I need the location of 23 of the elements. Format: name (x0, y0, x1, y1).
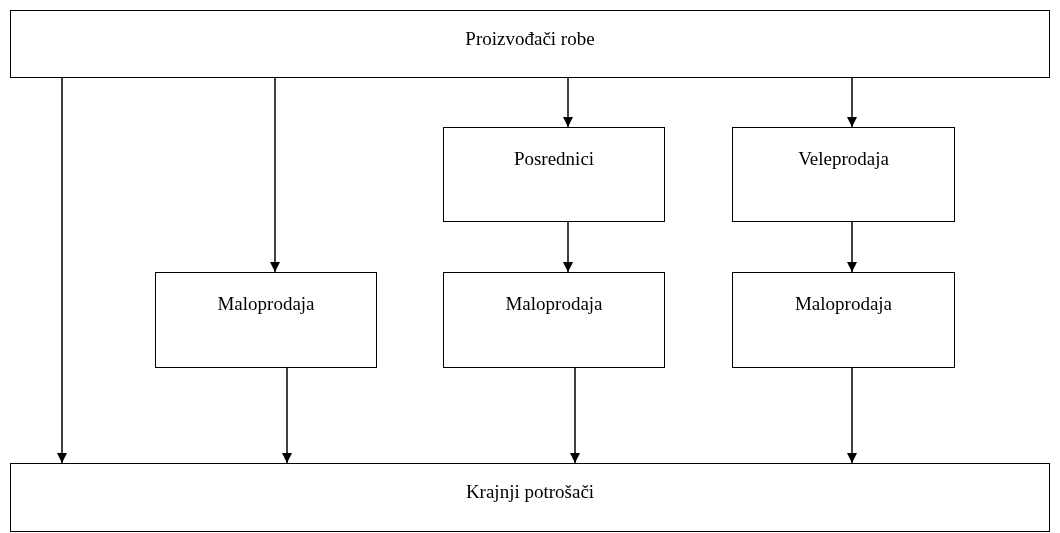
box-label: Posrednici (513, 148, 595, 170)
arrow (847, 77, 857, 128)
arrow (847, 221, 857, 273)
process-box (732, 272, 955, 368)
arrow (57, 77, 67, 464)
arrow (563, 221, 573, 273)
arrow (847, 367, 857, 464)
process-box (10, 463, 1050, 532)
box-label: Maloprodaja (505, 293, 603, 315)
box-label: Proizvođači robe (465, 28, 595, 50)
process-box (10, 10, 1050, 78)
arrow (270, 77, 280, 273)
process-box (443, 272, 665, 368)
box-label: Krajnji potrošači (465, 481, 595, 503)
process-box (732, 127, 955, 222)
process-box (155, 272, 377, 368)
box-label: Veleprodaja (798, 148, 889, 170)
box-label: Maloprodaja (794, 293, 893, 315)
arrow (563, 77, 573, 128)
box-label: Maloprodaja (217, 293, 315, 315)
arrow (282, 367, 292, 464)
process-box (443, 127, 665, 222)
arrow (570, 367, 580, 464)
